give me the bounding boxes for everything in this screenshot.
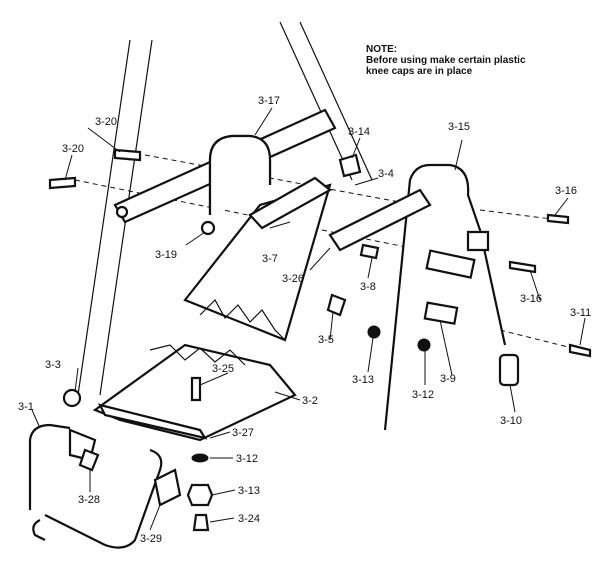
label-3-28: 3-28 (78, 494, 100, 506)
label-3-15: 3-15 (448, 121, 470, 133)
label-3-26: 3-26 (282, 273, 304, 285)
note-line-2: knee caps are in place (366, 66, 473, 77)
label-3-20-lower: 3-20 (62, 143, 84, 155)
callout-leaders (31, 107, 586, 531)
note-block: NOTE: Before using make certain plastic … (366, 44, 576, 77)
bolt-stack (186, 376, 214, 532)
label-3-12-bottom: 3-12 (236, 453, 258, 465)
label-3-9: 3-9 (440, 373, 456, 385)
label-3-19: 3-19 (155, 249, 177, 261)
label-3-12-right: 3-12 (412, 389, 434, 401)
label-3-13-right: 3-13 (352, 374, 374, 386)
note-line-1: Before using make certain plastic (366, 55, 526, 66)
label-3-20-upper: 3-20 (95, 116, 117, 128)
hardware-parts (48, 148, 592, 472)
label-3-10: 3-10 (500, 415, 522, 427)
label-3-14: 3-14 (348, 126, 370, 138)
base-frame-3-1 (28, 423, 182, 549)
part-labels: 3-17 3-14 3-4 3-15 3-16 3-20 3-20 3-7 3-… (18, 95, 591, 545)
label-3-8: 3-8 (360, 281, 376, 293)
label-3-27: 3-27 (232, 427, 254, 439)
label-3-5: 3-5 (318, 334, 334, 346)
label-3-2: 3-2 (302, 395, 318, 407)
label-3-7: 3-7 (262, 253, 278, 265)
label-3-4: 3-4 (378, 168, 394, 180)
right-frame-3-15 (328, 163, 520, 431)
label-3-29: 3-29 (140, 533, 162, 545)
label-3-11: 3-11 (570, 307, 591, 319)
label-3-17: 3-17 (258, 95, 280, 107)
label-3-25: 3-25 (212, 363, 234, 375)
label-3-24: 3-24 (238, 513, 260, 525)
ramp-part (183, 176, 332, 342)
crossbar-assembly (113, 108, 337, 224)
label-3-16-mid: 3-16 (520, 293, 542, 305)
note-heading: NOTE: (366, 44, 398, 55)
label-3-13-bottom: 3-13 (238, 485, 260, 497)
label-3-3: 3-3 (45, 359, 61, 371)
assembly-leader-lines (74, 154, 581, 351)
label-3-1: 3-1 (18, 401, 34, 413)
label-3-16-top: 3-16 (555, 185, 577, 197)
